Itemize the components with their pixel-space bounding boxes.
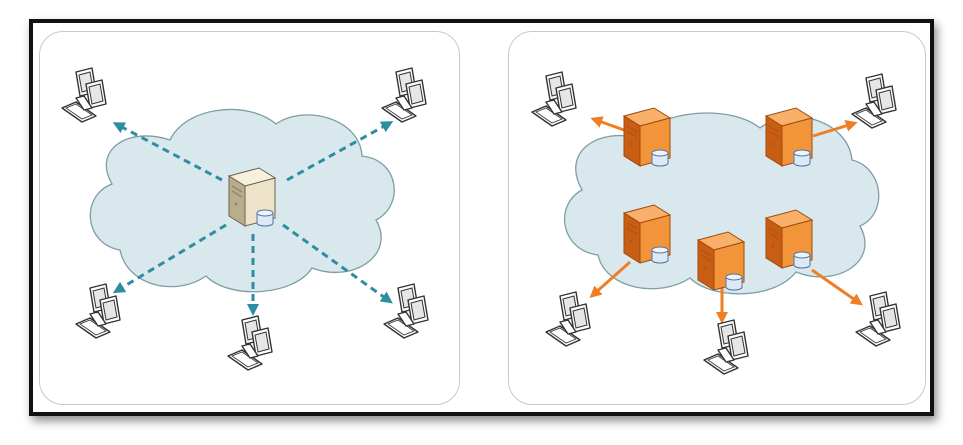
centralized-arrow-top-left: [112, 122, 223, 182]
workstation-icon-left-bottom-right: [383, 283, 429, 339]
workstation-icon-right-top-left: [531, 71, 577, 127]
distributed-arrow-top-right: [812, 120, 858, 138]
centralized-arrow-top-right: [286, 121, 394, 182]
workstation-icon-left-bottom-left: [75, 283, 121, 339]
workstation-icon-right-bottom-center: [703, 319, 749, 375]
distributed-server-icon-2: [764, 107, 814, 167]
distributed-arrow-bottom-right: [811, 268, 863, 306]
workstation-icon-left-top-left: [61, 67, 107, 123]
workstation-icon-right-bottom-right: [855, 291, 901, 347]
distributed-server-icon-1: [622, 107, 672, 167]
distributed-arrow-mid-left: [589, 260, 631, 298]
centralized-arrow-bottom-left: [112, 223, 227, 294]
centralized-arrow-bottom-right: [282, 223, 393, 304]
distributed-server-icon-5: [764, 209, 814, 269]
workstation-icon-right-bottom-left: [545, 291, 591, 347]
distributed-server-icon-4: [696, 231, 746, 291]
workstation-icon-right-top-right: [851, 73, 897, 129]
workstation-icon-left-bottom-center: [227, 315, 273, 371]
central-server-icon: [227, 167, 277, 227]
workstation-icon-left-top-right: [381, 67, 427, 123]
distributed-arrow-top-left: [590, 116, 625, 132]
distributed-server-icon-3: [622, 204, 672, 264]
